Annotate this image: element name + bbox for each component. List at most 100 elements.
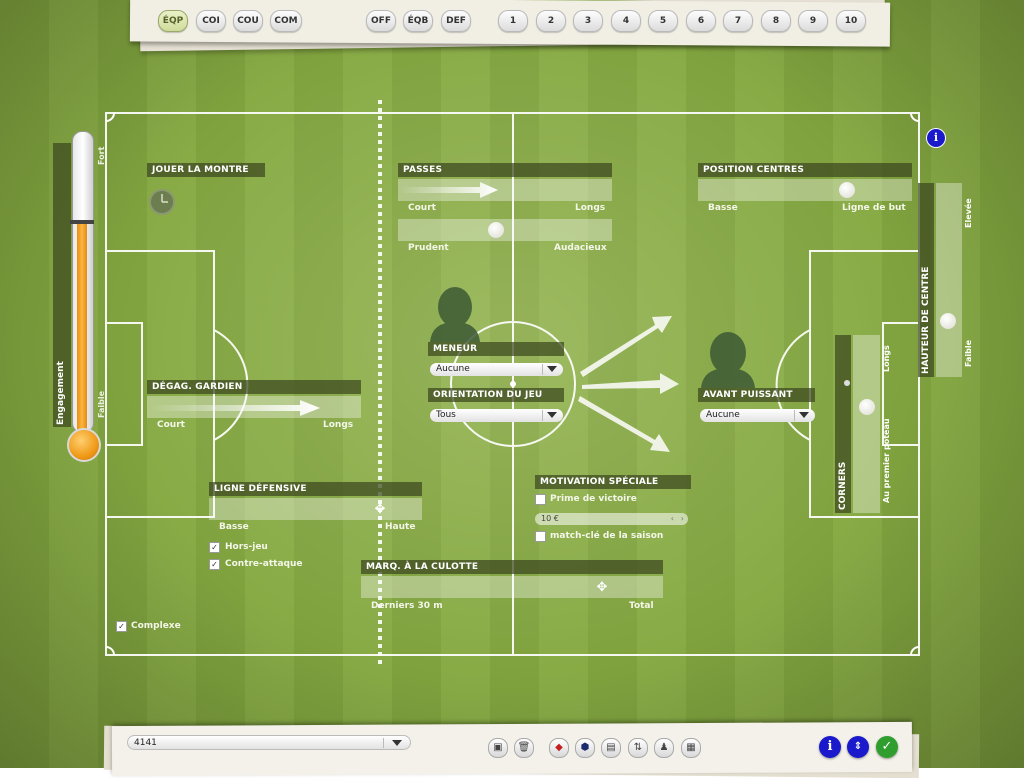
engagement-fill (77, 224, 87, 434)
tab-cou[interactable]: COU (233, 10, 263, 32)
mode-eqb[interactable]: ÉQB (403, 10, 433, 32)
passes-style-knob[interactable] (488, 222, 504, 238)
complexe-checkbox[interactable]: ✓ (116, 621, 127, 632)
avant-puissant-title: AVANT PUISSANT (698, 388, 815, 402)
jouer-la-montre-title: JOUER LA MONTRE (147, 163, 265, 177)
complexe-label: Complexe (131, 621, 181, 631)
passes-prudent-label: Prudent (408, 243, 449, 253)
marquage-derniers-label: Derniers 30 m (371, 601, 443, 611)
player-icon[interactable]: ♟ (654, 738, 674, 758)
ligne-defensive-haute-label: Haute (385, 522, 416, 532)
hauteur-centre-top-label: Elevée (964, 198, 973, 228)
move-handle-icon[interactable]: ✥ (596, 580, 608, 595)
orientation-select-separator (542, 410, 543, 421)
avant-puissant-select[interactable]: Aucune (700, 409, 815, 422)
position-centres-ligne-label: Ligne de but (842, 203, 906, 213)
corners-slider[interactable] (853, 335, 880, 513)
position-centres-title: POSITION CENTRES (698, 163, 912, 177)
meneur-select-separator (542, 364, 543, 375)
degag-arrow-icon (150, 400, 320, 416)
match-cle-checkbox[interactable] (535, 531, 546, 542)
list-icon[interactable]: ▤ (601, 738, 621, 758)
reorder-button[interactable]: ⇕ (847, 736, 869, 758)
formation-select[interactable]: 4141 (127, 735, 411, 750)
page-button-10[interactable]: 10 (836, 10, 866, 32)
meneur-select[interactable]: Aucune (430, 363, 563, 376)
match-cle-label: match-clé de la saison (550, 531, 664, 541)
engagement-handle[interactable] (70, 220, 94, 224)
confirm-button[interactable]: ✓ (876, 736, 898, 758)
mode-off[interactable]: OFF (366, 10, 396, 32)
hauteur-centre-bottom-label: Faible (964, 339, 973, 367)
corners-longs-label: Longs (882, 345, 891, 372)
hauteur-centre-slider[interactable] (936, 183, 962, 377)
grid-icon[interactable]: ▦ (681, 738, 701, 758)
page-button-6[interactable]: 6 (686, 10, 716, 32)
page-button-4[interactable]: 4 (611, 10, 641, 32)
team-badge-icon[interactable]: ⬢ (575, 738, 595, 758)
page-button-8[interactable]: 8 (761, 10, 791, 32)
page-button-2[interactable]: 2 (536, 10, 566, 32)
passes-title: PASSES (398, 163, 612, 177)
marquage-total-label: Total (629, 601, 654, 611)
formation-select-separator (383, 738, 384, 748)
position-centres-slider[interactable] (698, 179, 912, 201)
page-button-7[interactable]: 7 (723, 10, 753, 32)
marquage-slider[interactable] (361, 576, 663, 598)
engagement-top-label: Fort (97, 146, 106, 165)
passes-style-slider[interactable] (398, 219, 612, 241)
position-centres-knob[interactable] (839, 182, 855, 198)
prime-victoire-label: Prime de victoire (550, 494, 637, 504)
corners-knob[interactable] (859, 399, 875, 415)
hauteur-centre-knob[interactable] (940, 313, 956, 329)
hauteur-centre-title: HAUTEUR DE CENTRE (921, 266, 931, 374)
move-handle-icon[interactable]: ✥ (374, 502, 386, 517)
avant-puissant-select-separator (794, 410, 795, 421)
chevron-right-icon[interactable]: › (680, 514, 684, 523)
avant-puissant-select-value: Aucune (706, 410, 740, 420)
ligne-defensive-basse-label: Basse (219, 522, 249, 532)
delete-icon[interactable]: 🗑 (514, 738, 534, 758)
hors-jeu-checkbox[interactable]: ✓ (209, 542, 220, 553)
info-icon[interactable]: i (927, 129, 945, 147)
page-button-5[interactable]: 5 (648, 10, 678, 32)
chevron-down-icon (547, 412, 557, 418)
chevron-down-icon (799, 412, 809, 418)
chevron-left-icon[interactable]: ‹ (670, 514, 674, 523)
mode-def[interactable]: DEF (441, 10, 471, 32)
info-button[interactable]: i (819, 736, 841, 758)
passes-arrow-icon (400, 182, 498, 198)
ligne-defensive-slider[interactable] (209, 498, 422, 520)
meneur-select-value: Aucune (436, 364, 470, 374)
orientation-jeu-select[interactable]: Tous (430, 409, 563, 422)
corners-premier-poteau-label: Au premier poteau (882, 418, 891, 503)
tab-coi[interactable]: COI (196, 10, 226, 32)
meneur-title: MENEUR (428, 342, 564, 356)
engagement-label: Engagement (56, 361, 66, 425)
degag-court-label: Court (157, 420, 185, 430)
engagement-bottom-label: Faible (97, 390, 106, 418)
orientation-jeu-title: ORIENTATION DU JEU (428, 388, 564, 402)
thermometer-bulb (67, 428, 101, 462)
passes-long-label: Longs (575, 203, 606, 213)
tab-eqp[interactable]: ÉQP (158, 10, 188, 32)
page-button-9[interactable]: 9 (798, 10, 828, 32)
position-centres-basse-label: Basse (708, 203, 738, 213)
club-crest-icon[interactable]: ◆ (549, 738, 569, 758)
passes-length-slider[interactable] (398, 179, 612, 201)
orientation-select-value: Tous (436, 410, 456, 420)
formation-value: 4141 (134, 738, 157, 748)
prime-amount-stepper[interactable]: 10 € ‹ › (535, 513, 688, 525)
save-icon[interactable]: ▣ (488, 738, 508, 758)
page-button-3[interactable]: 3 (573, 10, 603, 32)
marquage-title: MARQ. À LA CULOTTE (361, 560, 663, 574)
swap-icon[interactable]: ⇅ (628, 738, 648, 758)
page-button-1[interactable]: 1 (498, 10, 528, 32)
contre-attaque-checkbox[interactable]: ✓ (209, 559, 220, 570)
tab-com[interactable]: COM (270, 10, 302, 32)
hauteur-centre-panel (918, 183, 934, 377)
corners-title: CORNERS (838, 461, 848, 510)
prime-victoire-checkbox[interactable] (535, 494, 546, 505)
corners-marker (844, 380, 850, 386)
